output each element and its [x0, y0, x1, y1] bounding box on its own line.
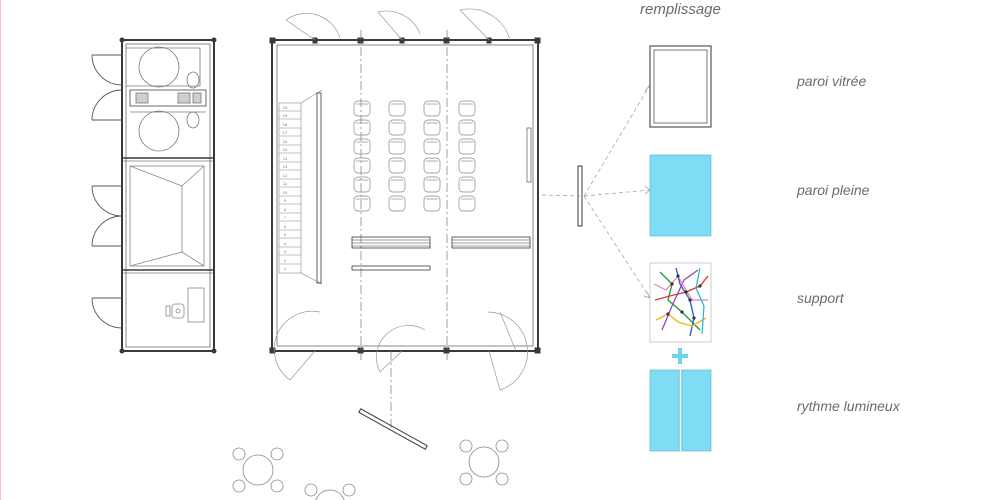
stair-number: 4	[284, 241, 287, 246]
hall-doors	[273, 8, 528, 391]
chair	[353, 119, 371, 136]
chair	[388, 138, 406, 155]
chair	[388, 157, 406, 174]
chair	[458, 138, 476, 155]
restroom-fixtures	[126, 46, 207, 152]
swatch-support-map	[649, 262, 712, 343]
legend-heading: remplissage	[640, 1, 721, 18]
chair	[388, 100, 406, 117]
stair-number: 17	[283, 130, 288, 135]
chair	[388, 119, 406, 136]
swatch-glazed-wall	[649, 45, 712, 128]
stair-step-numbers: 20 19 18 17 16 15 14 13 12 11 10 9 8 7 6…	[283, 105, 288, 271]
chair	[423, 157, 441, 174]
exterior-panels	[358, 165, 583, 450]
chair	[423, 176, 441, 193]
swatch-light-rhythm	[649, 369, 712, 452]
stair-number: 15	[283, 147, 288, 152]
office-desk	[165, 287, 205, 323]
legend-leader-lines	[541, 84, 652, 299]
service-block-doors	[91, 54, 123, 329]
main-hall-walls	[269, 37, 541, 354]
stair-number: 5	[284, 232, 287, 237]
stair-number: 19	[283, 113, 288, 118]
swatch-solid-wall	[649, 154, 712, 237]
grid-axes	[360, 30, 448, 430]
closet-roof	[129, 165, 205, 267]
stair-number: 18	[283, 122, 288, 127]
chair	[388, 176, 406, 193]
hall-partitions	[316, 92, 532, 284]
chair	[423, 119, 441, 136]
stair-number: 2	[284, 258, 287, 263]
chair	[353, 100, 371, 117]
chair	[353, 195, 371, 212]
stair-number: 16	[283, 139, 288, 144]
service-block	[119, 37, 217, 354]
chair	[458, 195, 476, 212]
chair	[458, 119, 476, 136]
stair-number: 8	[284, 207, 287, 212]
stair-number: 7	[284, 215, 287, 220]
stair-number: 9	[284, 198, 287, 203]
stair-number: 10	[283, 190, 288, 195]
stair-number: 3	[284, 249, 287, 254]
stair-number: 1	[284, 266, 287, 271]
legend-label-support: support	[797, 290, 844, 306]
chair	[423, 195, 441, 212]
staircase	[278, 89, 323, 285]
chair	[458, 100, 476, 117]
chair	[353, 138, 371, 155]
legend-label-glazed: paroi vitrée	[797, 73, 867, 89]
chair	[353, 157, 371, 174]
stair-number: 13	[283, 164, 288, 169]
terrace-tables	[232, 439, 509, 500]
chair	[423, 100, 441, 117]
legend-label-solid: paroi pleine	[797, 182, 870, 198]
chair	[353, 176, 371, 193]
stair-number: 12	[283, 173, 288, 178]
legend-label-rhythm: rythme lumineux	[797, 398, 900, 414]
plus-icon	[672, 348, 688, 364]
chair	[458, 176, 476, 193]
sheet-margin-line	[0, 0, 1, 500]
chair	[458, 157, 476, 174]
stair-number: 6	[284, 224, 287, 229]
seating-grid	[353, 100, 476, 212]
stair-number: 14	[283, 156, 288, 161]
chair	[388, 195, 406, 212]
chair	[423, 138, 441, 155]
stair-number: 20	[283, 105, 288, 110]
stair-number: 11	[283, 181, 288, 186]
